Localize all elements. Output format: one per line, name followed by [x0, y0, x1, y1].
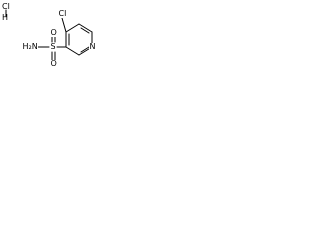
- ring-double-bond-3: [80, 27, 90, 34]
- ring-bond-c6-c5: [78, 23, 93, 33]
- nitrogen-atom-label: N: [89, 42, 96, 51]
- amine-group-label: H₂N: [22, 42, 39, 51]
- ring-bond-c5-c4: [65, 23, 80, 33]
- bond-c4-cl: [61, 17, 67, 33]
- bond-structure: [5, 9, 93, 61]
- ring-bond-c3-c2: [65, 46, 80, 56]
- chlorine-atom-label: Cl: [58, 9, 67, 18]
- hcl-hydrogen-label: H: [2, 13, 9, 22]
- molecule-diagram: Cl H Cl N S O O H₂N: [0, 0, 103, 83]
- hcl-chlorine-label: Cl: [2, 2, 10, 11]
- ring-double-bond-2: [80, 46, 90, 53]
- sulfur-atom-label: S: [50, 42, 57, 51]
- oxygen-top-label: O: [50, 28, 58, 37]
- hcl-salt: Cl H: [2, 2, 10, 22]
- oxygen-bottom-label: O: [50, 59, 58, 68]
